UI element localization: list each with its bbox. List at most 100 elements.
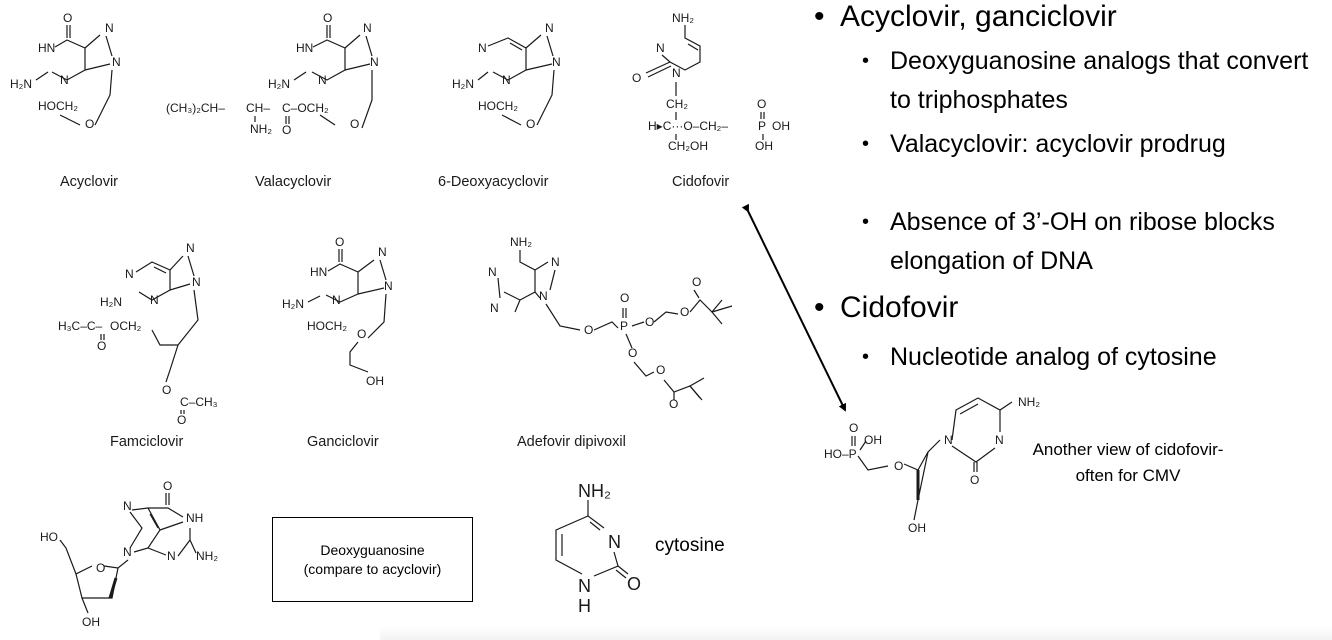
sub-bullet-text: Deoxyguanosine analogs that convert to t… [890, 47, 1309, 114]
atom-label: O [632, 71, 641, 85]
bullet-text: Acyclovir, ganciclovir [840, 0, 1117, 33]
deoxyguanosine-subtitle: (compare to acyclovir) [303, 560, 442, 577]
atom-label: O [645, 315, 654, 329]
atom-label: N [656, 41, 665, 55]
atom-label: N [167, 549, 176, 563]
atom-label: N [488, 265, 497, 279]
atom-label: H₃C–C– [58, 319, 103, 333]
bullet-dot-icon: • [862, 50, 870, 72]
deoxyguanosine-title: Deoxyguanosine [320, 541, 425, 558]
atom-label: H₂N [100, 295, 122, 309]
atom-label: O [669, 397, 678, 411]
atom-label: O [162, 383, 171, 397]
atom-label: N [995, 433, 1004, 447]
atom-label: CH₂ [666, 97, 688, 111]
acyclovir-structure: O HN H₂N N N N HOCH₂ O Acyclovir [10, 11, 121, 190]
atom-label: O [849, 421, 858, 435]
atom-label: N [378, 245, 387, 259]
atom-label: O [163, 479, 172, 493]
cytosine-label: cytosine [655, 535, 725, 556]
valacyclovir-caption: Valacyclovir [255, 174, 331, 190]
atom-label: N [123, 545, 132, 559]
ganciclovir-structure: O HN H₂N N N N HOCH₂ O OH Ganciclovir [282, 235, 393, 450]
cytosine-structure: NH₂ N O N H [555, 481, 641, 616]
atom-label: HO–P [824, 447, 857, 461]
atom-label: N [363, 21, 372, 35]
atom-label: C–CH₃ [180, 395, 218, 409]
atom-label: CH₂OH [668, 139, 708, 153]
atom-label: N [478, 41, 487, 55]
atom-label: N [552, 55, 561, 69]
atom-label: OH [864, 433, 882, 447]
atom-label: O [96, 561, 105, 575]
atom-label: O [177, 413, 186, 427]
sub-bullet-text: Valacyclovir: acyclovir prodrug [890, 130, 1226, 158]
cidofovir-caption: Cidofovir [672, 174, 729, 190]
bullet-dot-icon: • [814, 291, 825, 324]
another-view-caption: Another view of cidofovir-often for CMV [1032, 440, 1224, 485]
atom-label: O [526, 117, 535, 131]
atom-label: O [692, 275, 701, 289]
atom-label: N [384, 279, 393, 293]
atom-label: O [63, 11, 72, 25]
atom-label: N [672, 66, 681, 80]
sub-bullet-text: Absence of 3’-OH on ribose blocks elonga… [890, 208, 1275, 275]
atom-label: OH [772, 119, 790, 133]
atom-label: O [656, 363, 665, 377]
atom-label: N [125, 267, 134, 281]
atom-label: N [502, 73, 511, 87]
famciclovir-caption: Famciclovir [110, 434, 183, 450]
slide-bottom-shade [380, 626, 1332, 640]
atom-label: N [944, 433, 953, 447]
atom-label: NH₂ [510, 235, 532, 249]
cidofovir-structure: NH₂ N O N CH₂ H▸C···O–CH₂– P OH O OH CH₂… [632, 11, 790, 190]
atom-label: N [105, 21, 114, 35]
atom-label: HOCH₂ [307, 319, 347, 333]
atom-label: O [584, 323, 593, 337]
atom-label: NH₂ [250, 122, 272, 136]
atom-label: NH₂ [196, 549, 218, 563]
atom-label: HOCH₂ [478, 99, 518, 113]
atom-label: NH₂ [578, 481, 611, 501]
atom-label: O [335, 235, 344, 249]
atom-label: NH₂ [1018, 395, 1040, 409]
acyclovir-caption: Acyclovir [60, 174, 118, 190]
atom-label: OCH₂ [110, 319, 142, 333]
atom-label: N [150, 293, 159, 307]
atom-label: O [323, 11, 332, 25]
atom-label: NH₂ [672, 11, 694, 25]
atom-label: O [680, 305, 689, 319]
atom-label: (CH₃)₂CH– [166, 101, 225, 115]
atom-label: NH [186, 511, 203, 525]
famciclovir-structure: N H₂N N N N H₃C–C– OCH₂ O O C–CH₃ O Famc… [58, 241, 218, 450]
atom-label: H₂N [282, 297, 304, 311]
atom-label: N [545, 21, 554, 35]
atom-label: CH– [246, 101, 270, 115]
adefovir-caption: Adefovir dipivoxil [517, 434, 626, 450]
valacyclovir-structure: O HN H₂N N N N (CH₃)₂CH– CH– C–OCH₂ NH₂ … [166, 11, 379, 190]
atom-label: O [350, 117, 359, 131]
deoxyacyclovir-caption: 6-Deoxyacyclovir [438, 174, 549, 190]
atom-label: H₂N [452, 77, 474, 91]
atom-label: HN [38, 41, 55, 55]
connector-arrow [741, 203, 846, 412]
bullet-dot-icon: • [814, 0, 825, 33]
adefovir-structure: NH₂ N N N N O P O O O O O O O Adefovir [488, 235, 733, 450]
atom-label: OH [366, 374, 384, 388]
atom-label: N [318, 73, 327, 87]
ganciclovir-caption: Ganciclovir [307, 434, 379, 450]
atom-label: O [282, 123, 291, 137]
atom-label: N [112, 55, 121, 69]
atom-label: P [620, 319, 628, 333]
atom-label: N [192, 275, 201, 289]
atom-label: HN [310, 265, 327, 279]
sub-bullet-text: Nucleotide analog of cytosine [890, 343, 1217, 371]
atom-label: HO [40, 530, 58, 544]
atom-label: N [578, 576, 591, 596]
atom-label: O [970, 473, 979, 487]
atom-label: O [757, 97, 766, 111]
atom-label: O [97, 339, 106, 353]
atom-label: O [894, 459, 903, 473]
bullet-dot-icon: • [862, 211, 870, 233]
atom-label: OH [755, 139, 773, 153]
